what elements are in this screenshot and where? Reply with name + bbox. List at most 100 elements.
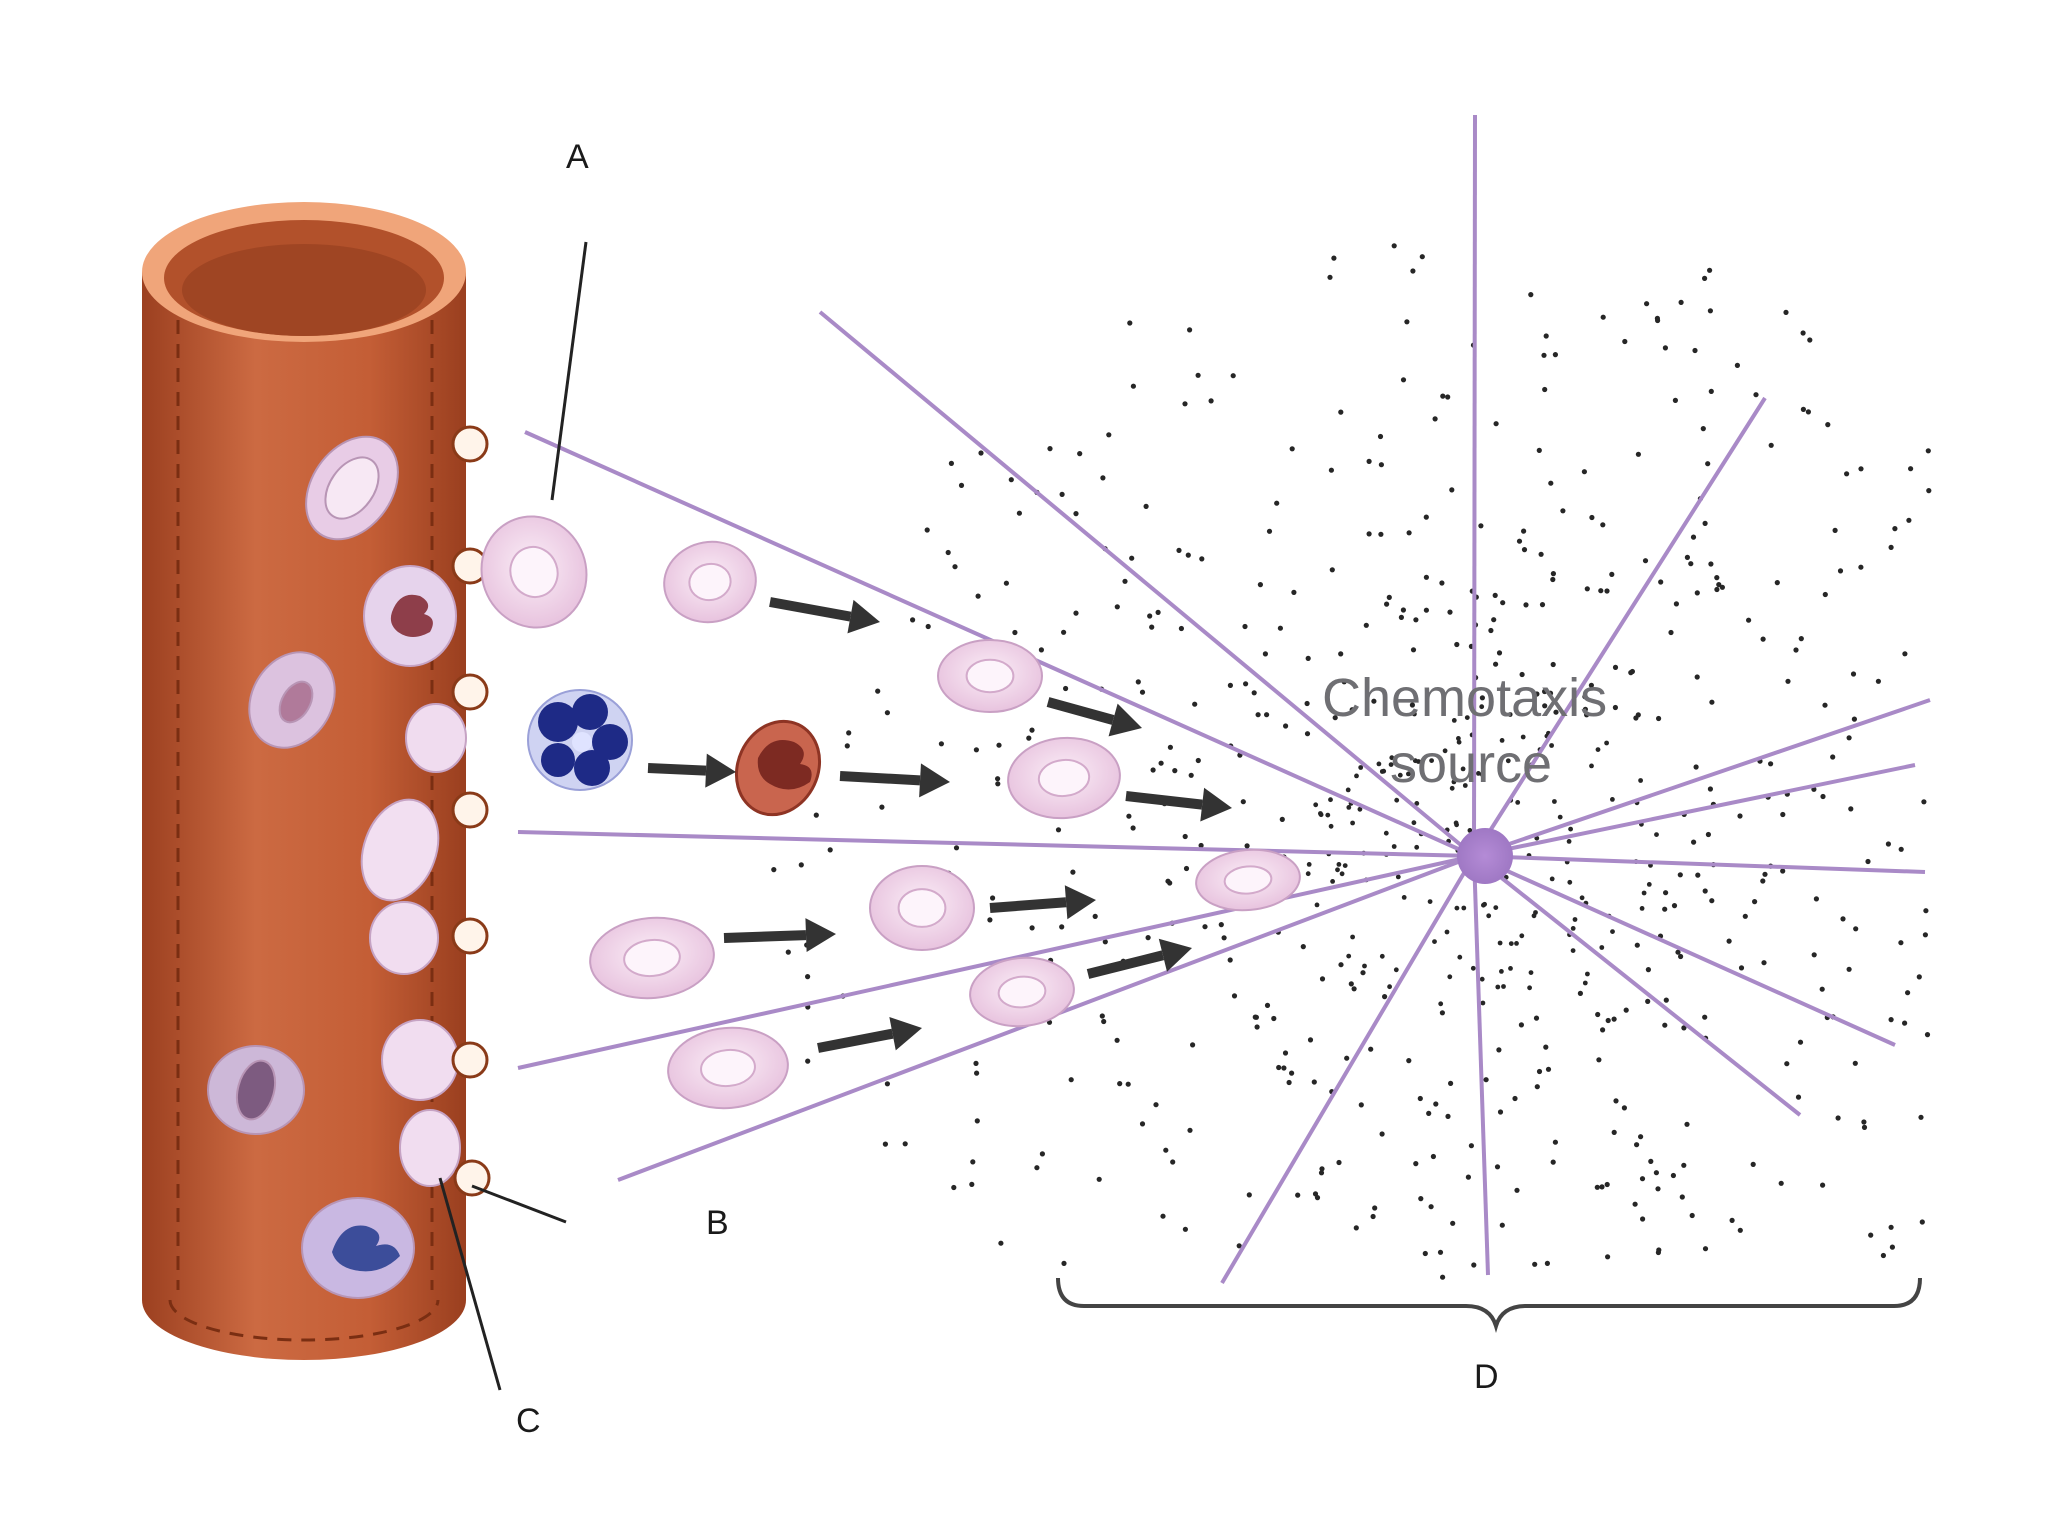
gradient-dot	[1202, 924, 1208, 930]
gradient-dot	[1055, 827, 1062, 833]
arrow-shaft	[723, 930, 807, 943]
gradient-dot	[1852, 1060, 1858, 1066]
gradient-dot	[1589, 514, 1595, 521]
gradient-dot	[1096, 1176, 1102, 1182]
gradient-dot	[1634, 1142, 1640, 1148]
gradient-dot	[1550, 1159, 1556, 1165]
gradient-dot	[1314, 1195, 1321, 1201]
gradient-dot	[1673, 601, 1679, 607]
gradient-dot	[948, 460, 955, 466]
gradient-dot	[1868, 1232, 1874, 1238]
gradient-dot	[1858, 466, 1864, 472]
gradient-dot	[1662, 906, 1668, 912]
gradient-dot	[951, 1184, 957, 1191]
gradient-dot	[1708, 388, 1714, 394]
gradient-dot	[1774, 580, 1780, 586]
leader-lines	[438, 241, 588, 1391]
gradient-dot	[1684, 554, 1690, 561]
gradient-dot	[1644, 301, 1650, 307]
arrow-head	[705, 753, 736, 788]
gradient-dot	[1336, 862, 1342, 867]
gradient-dot	[1061, 1260, 1067, 1266]
gradient-dot	[953, 845, 960, 851]
chemotaxis-source-label-line1: Chemotaxis	[1322, 668, 1607, 728]
chemotaxis-source-label-line2: source	[1390, 734, 1552, 794]
gradient-dot	[1391, 243, 1397, 249]
gradient-dot	[1536, 447, 1542, 453]
gradient-dot	[1611, 1016, 1617, 1022]
gradient-dot	[1479, 976, 1485, 982]
gradient-dot	[1516, 538, 1523, 544]
gradient-dot	[1346, 805, 1352, 810]
gradient-dot	[1400, 377, 1407, 383]
gradient-dot	[1709, 898, 1715, 904]
gradient-dot	[1760, 636, 1766, 642]
gradient-dot	[1304, 700, 1310, 707]
gradient-dot	[1582, 706, 1588, 712]
gradient-dot	[1532, 1261, 1538, 1267]
gradient-dot	[1553, 709, 1559, 715]
arrow-head	[889, 1016, 922, 1051]
gradient-dot	[1639, 1176, 1646, 1182]
gradient-dot	[1325, 812, 1331, 818]
gradient-dot	[1251, 690, 1257, 696]
gradient-dot	[1198, 842, 1204, 849]
gradient-dot	[1468, 1143, 1474, 1149]
gradient-dot	[1344, 1055, 1350, 1061]
gradient-dot	[1572, 917, 1578, 922]
gradient-dot	[1289, 446, 1295, 452]
gradient-dot	[1389, 755, 1395, 761]
gradient-dot	[1143, 503, 1149, 509]
gradient-dot	[1244, 843, 1250, 849]
gradient-dot	[1702, 520, 1708, 527]
gradient-dot	[1129, 555, 1135, 561]
gradient-dot	[1888, 1017, 1894, 1023]
gradient-dot	[1681, 1025, 1687, 1031]
gradient-dot	[1383, 830, 1389, 836]
gradient-dot	[1577, 990, 1583, 997]
gradient-dot	[1457, 954, 1463, 960]
gradient-dot	[1923, 908, 1929, 914]
gradient-dot	[1147, 613, 1153, 619]
gradient-dot	[1379, 769, 1385, 774]
gradient-dot	[1479, 704, 1485, 710]
arrow-head	[1064, 885, 1096, 920]
leukocyte	[667, 1026, 789, 1110]
gradient-dot	[1599, 945, 1605, 950]
gradient-dot	[1693, 764, 1699, 770]
label-a: A	[566, 138, 589, 176]
gradient-dot	[1550, 661, 1556, 668]
gradient-dot	[1488, 627, 1494, 634]
gradient-dot	[1491, 617, 1497, 623]
gradient-dot	[1190, 1042, 1196, 1048]
gradient-dot	[1281, 1065, 1287, 1071]
gradient-dot	[1496, 1047, 1502, 1053]
gradient-dot	[1182, 401, 1188, 407]
gradient-dot	[1160, 1213, 1166, 1219]
gradient-dot	[1908, 466, 1914, 472]
gradient-dot	[1916, 974, 1922, 980]
neutrophil	[527, 689, 633, 791]
gradient-dot	[1635, 451, 1641, 457]
gradient-dot	[1820, 1182, 1826, 1188]
gradient-dot	[1714, 575, 1720, 581]
gradient-dot	[827, 847, 833, 853]
gradient-dot	[1187, 1127, 1193, 1133]
gradient-dot	[1195, 757, 1201, 764]
gradient-dot	[1063, 685, 1069, 692]
gradient-dot	[945, 549, 951, 556]
gradient-dot	[1898, 846, 1904, 852]
gradient-dot	[1902, 651, 1908, 657]
gradient-dot	[1221, 935, 1227, 941]
gradient-dot	[1029, 925, 1035, 931]
gradient-dot	[1462, 783, 1468, 788]
blood-vessel	[142, 202, 491, 1360]
gradient-dot	[1304, 731, 1311, 737]
gradient-dot	[969, 1181, 975, 1187]
gradient-dot	[1499, 1222, 1505, 1228]
gradient-dot	[875, 688, 881, 694]
gradient-dot	[1257, 582, 1263, 588]
gradient-dot	[1433, 1101, 1439, 1107]
gradient-dot	[1274, 500, 1280, 506]
gradient-dot	[805, 974, 811, 980]
